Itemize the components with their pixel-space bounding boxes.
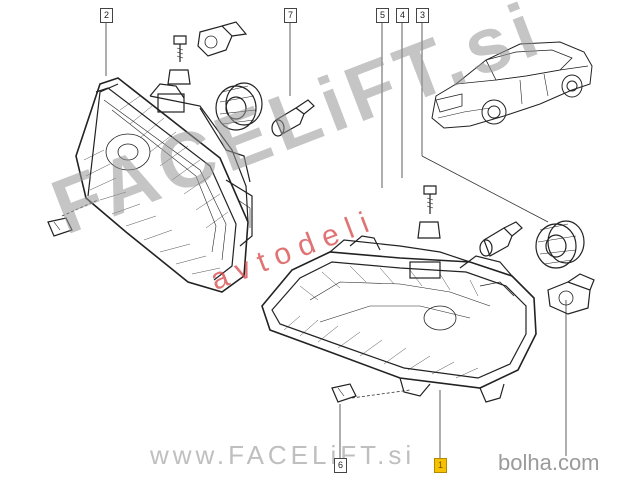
callout-1: 1 xyxy=(434,458,447,473)
leader-lines xyxy=(61,22,567,458)
bolha-text: bolha.com xyxy=(498,450,600,475)
right-headlight-assembly xyxy=(261,235,537,403)
right-small-parts xyxy=(331,185,595,403)
callout-6: 6 xyxy=(334,458,347,473)
callout-7: 7 xyxy=(284,8,297,23)
callout-3: 3 xyxy=(416,8,429,23)
callout-4: 4 xyxy=(396,8,409,23)
callout-5: 5 xyxy=(376,8,389,23)
watermark-bolha: bolha.com xyxy=(498,450,600,476)
left-headlight-assembly xyxy=(75,77,253,293)
callout-2: 2 xyxy=(100,8,113,23)
car-silhouette xyxy=(431,41,593,129)
watermark-footer-url: www.FACELiFT.si xyxy=(150,440,416,470)
left-small-parts xyxy=(47,21,315,237)
